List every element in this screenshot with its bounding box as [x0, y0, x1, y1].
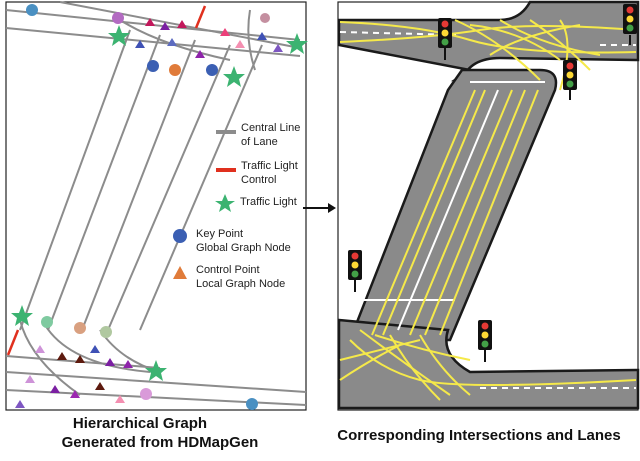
traffic-light-control-lines — [6, 5, 207, 356]
traffic-light-stars — [11, 25, 308, 381]
legend-key-point-icon — [173, 229, 187, 243]
legend — [173, 130, 236, 279]
legend-traffic-light-label: Traffic Light — [240, 196, 297, 208]
traffic-light-icon-2 — [563, 60, 577, 100]
traffic-light-icon-5 — [478, 320, 492, 362]
lane-markings-yellow — [339, 19, 637, 401]
traffic-light-icon-4 — [348, 250, 362, 292]
caption-right: Corresponding Intersections and Lanes — [337, 427, 621, 444]
traffic-light-icon-1 — [438, 18, 452, 60]
control-point-markers — [15, 18, 283, 408]
hierarchical-graph-panel — [5, 1, 308, 411]
legend-control-point-icon — [173, 266, 187, 279]
caption-left: Hierarchical Graph Generated from HDMapG… — [61, 415, 259, 451]
arrow-connector — [303, 203, 336, 213]
legend-star-icon — [215, 194, 235, 212]
intersections-panel — [337, 0, 640, 411]
key-point-markers — [26, 4, 270, 410]
traffic-light-icon-3 — [623, 4, 637, 45]
